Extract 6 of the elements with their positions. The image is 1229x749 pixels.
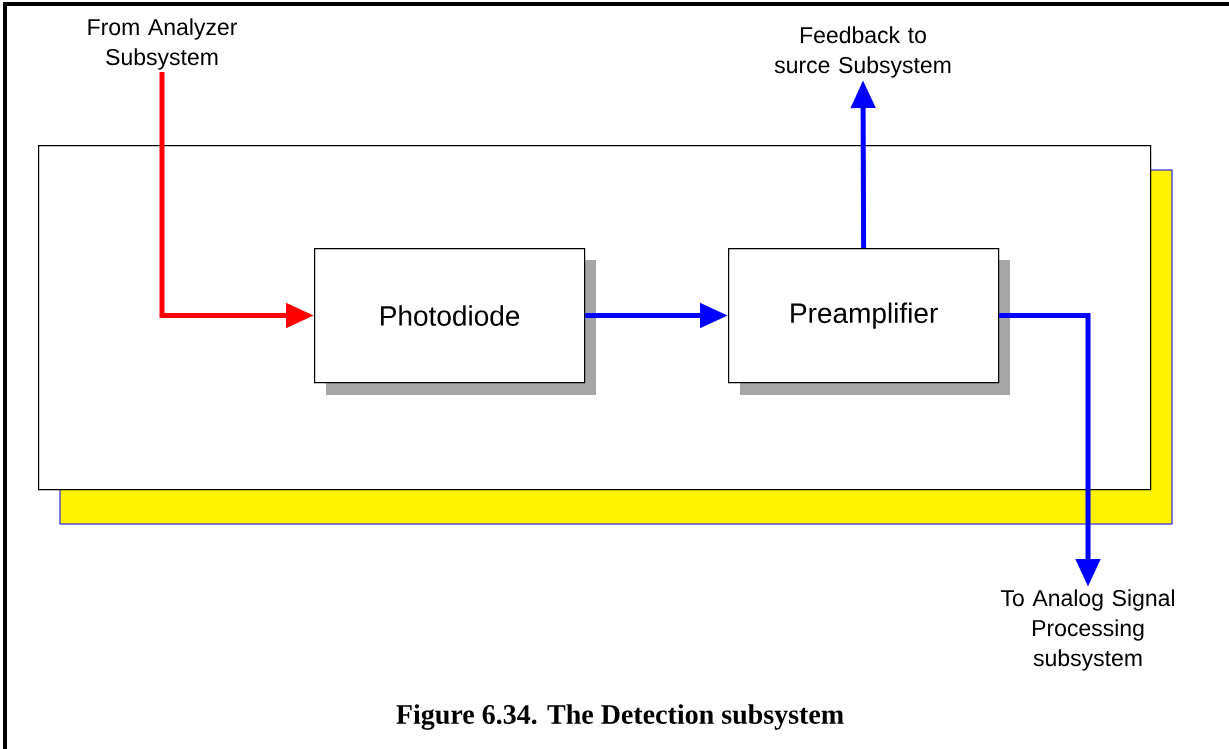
- terminal-label: From Analyzer Subsystem: [88, 18, 237, 70]
- terminal-label: Feedback to surce Subsystem: [774, 26, 951, 78]
- process-box: Photodiode: [314, 248, 596, 395]
- caption: Figure 6.34. The Detection subsystem: [396, 704, 844, 730]
- process-box: Preamplifier: [728, 248, 1010, 395]
- terminal-label: To Analog Signal Processing subsystem: [1000, 589, 1174, 671]
